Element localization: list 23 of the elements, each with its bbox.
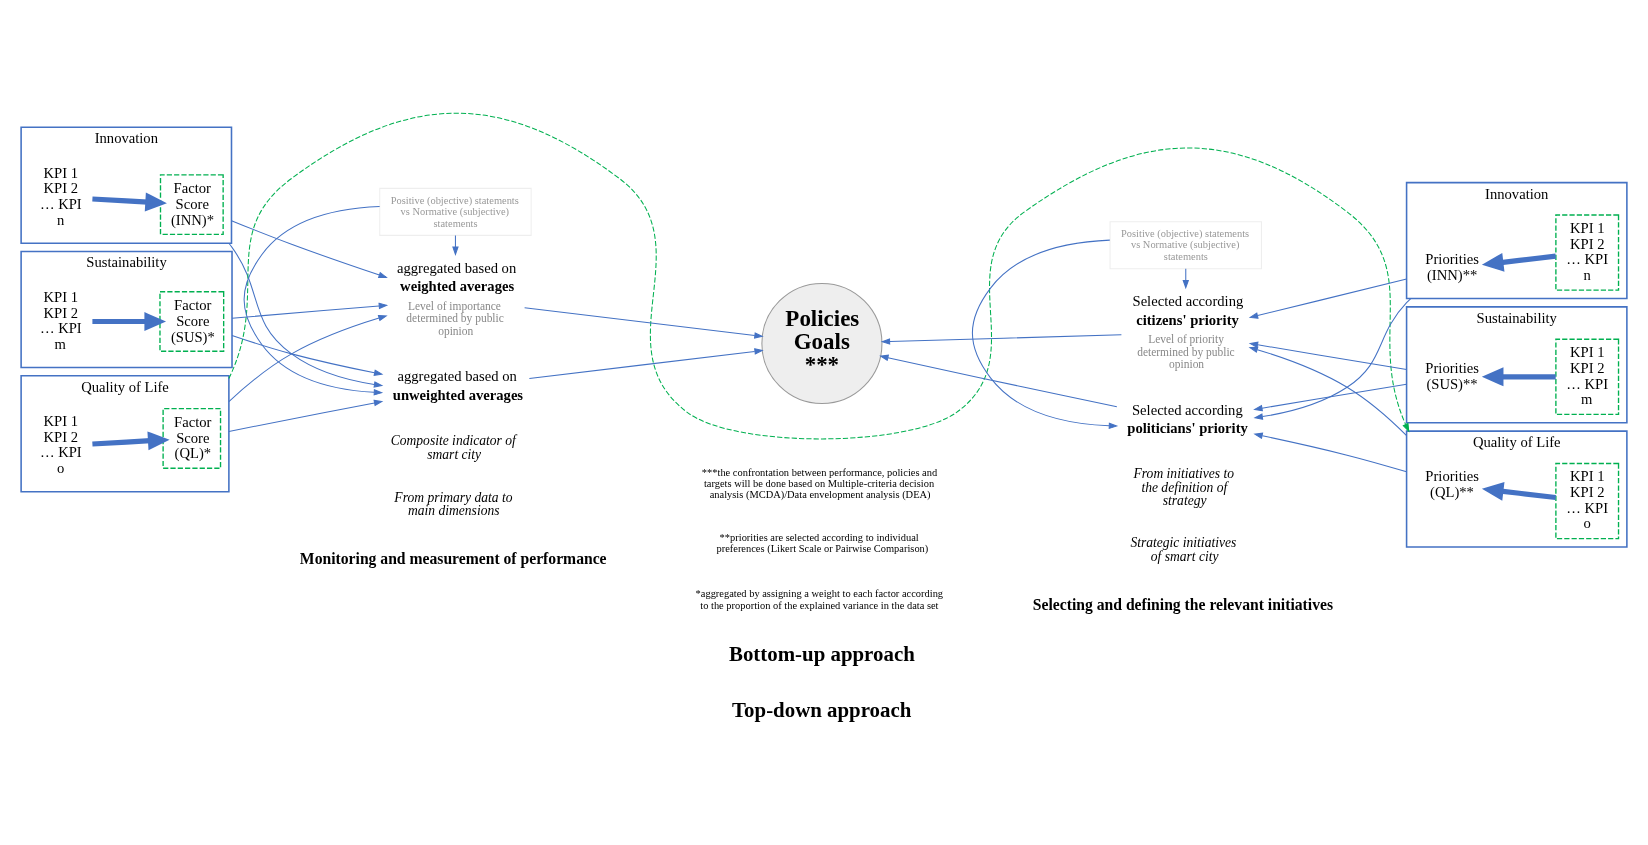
label: Top-down approach bbox=[732, 698, 912, 723]
node-text: Priorities (SUS)** bbox=[1425, 359, 1479, 392]
label: *aggregated by assigning a weight to each factor according to the proportion of the explained variance in the data set bbox=[695, 588, 944, 611]
label: Strategic initiatives of smart city bbox=[1130, 535, 1237, 565]
label: ***the confrontation between performance, policies and targets will be done based on Multiple-criteria decision analysis (MCDA)/Data envelopment analysis (DEA) bbox=[701, 466, 938, 501]
node-label: Level of priority determined by public opinion bbox=[1137, 333, 1235, 371]
node-text: Selected according citizens' priority bbox=[1132, 293, 1244, 328]
node-label: Level of importance determined by public opinion bbox=[406, 299, 504, 337]
label: From initiatives to the definition of strategy bbox=[1133, 466, 1235, 509]
node-text: Selected according politicians' priority bbox=[1127, 401, 1248, 437]
label: Bottom-up approach bbox=[728, 641, 915, 666]
node-text: Priorities (INN)** bbox=[1425, 251, 1479, 283]
label: From primary data to main dimensions bbox=[394, 489, 513, 519]
node-text: Priorities (QL)** bbox=[1425, 468, 1479, 501]
label: Composite indicator of smart city bbox=[390, 433, 516, 462]
node-text: aggregated based on weighted averages bbox=[396, 259, 517, 295]
label: **priorities are selected according to individual preferences (Likert Scale or Pairwise Comparison) bbox=[716, 531, 929, 555]
node-text: KPI 1 KPI 2 … KPI o bbox=[39, 413, 82, 477]
node-text: KPI 1 KPI 2 … KPI n bbox=[39, 164, 82, 228]
node-text: KPI 1 KPI 2 … KPI m bbox=[39, 288, 82, 352]
label: Selecting and defining the relevant initiatives bbox=[1032, 596, 1334, 614]
label: Monitoring and measurement of performance bbox=[299, 550, 607, 568]
node-text: aggregated based on unweighted averages bbox=[392, 368, 524, 404]
